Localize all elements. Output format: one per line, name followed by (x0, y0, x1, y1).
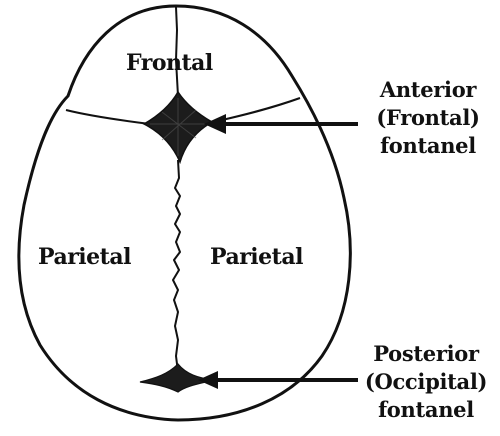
parietal-left-bone-label: Parietal (38, 244, 131, 270)
parietal-right-bone-label: Parietal (210, 244, 303, 270)
posterior-arrow (198, 371, 358, 389)
sagittal-suture (173, 160, 180, 372)
anterior-fontanel (144, 92, 212, 162)
anterior-label-line-2: (Frontal) (360, 104, 496, 132)
posterior-label-line-1: Posterior (352, 340, 500, 368)
anterior-label-line-3: fontanel (360, 132, 496, 160)
posterior-fontanel-label: Posterior (Occipital) fontanel (352, 340, 500, 424)
anterior-fontanel-label: Anterior (Frontal) fontanel (360, 76, 496, 160)
anterior-label-line-1: Anterior (360, 76, 496, 104)
anterior-arrow (204, 114, 358, 134)
frontal-bone-label: Frontal (126, 50, 213, 76)
posterior-label-line-3: fontanel (352, 396, 500, 424)
posterior-label-line-2: (Occipital) (352, 368, 500, 396)
